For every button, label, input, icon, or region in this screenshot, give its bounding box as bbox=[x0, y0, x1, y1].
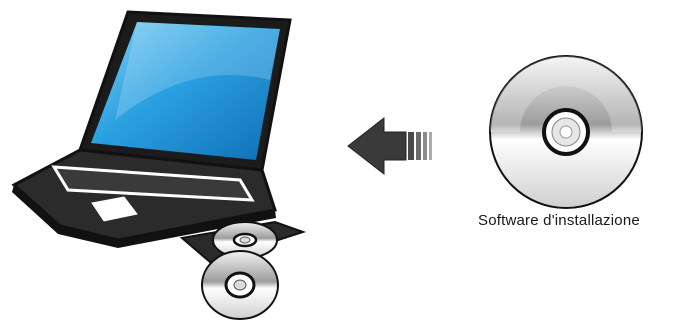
disc-icon bbox=[202, 251, 278, 319]
disc-caption: Software d'installazione bbox=[478, 212, 688, 229]
laptop-icon bbox=[12, 12, 290, 248]
arrow-left-icon bbox=[348, 118, 432, 174]
installation-disc-icon bbox=[490, 56, 642, 208]
